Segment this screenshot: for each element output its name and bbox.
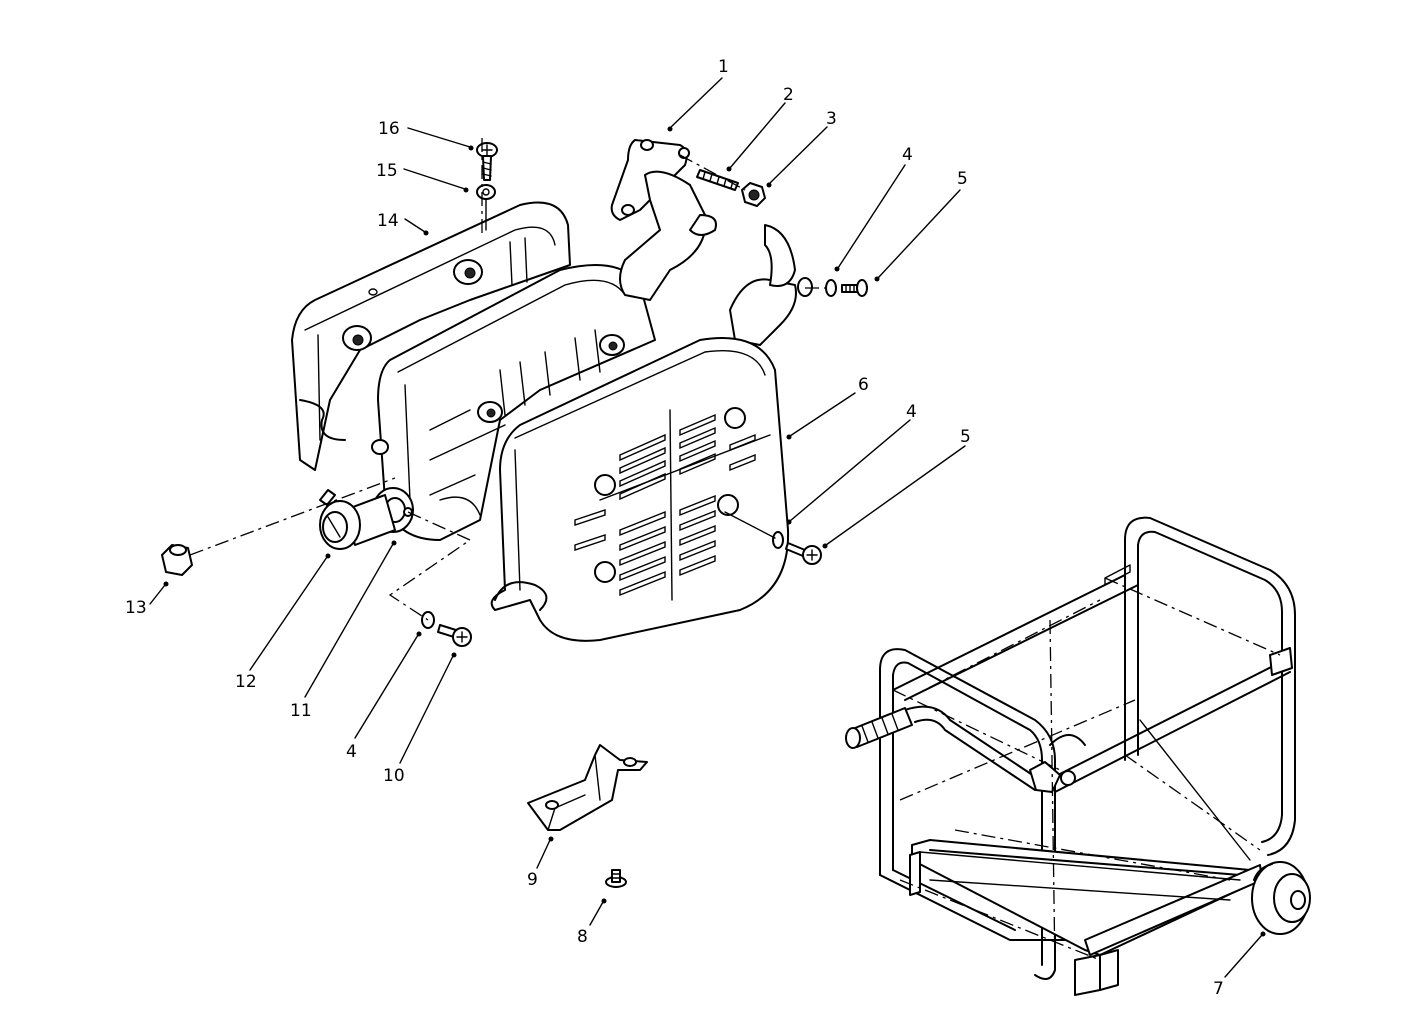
grille-slots — [574, 413, 756, 597]
washer-screw-lower — [421, 611, 472, 647]
tailpipe-assembly — [319, 487, 414, 550]
callout-1: 1 — [718, 57, 729, 77]
callout-14: 14 — [377, 211, 399, 231]
callout-4-lower: 4 — [346, 742, 357, 762]
leader-lines — [149, 77, 1266, 978]
callout-10: 10 — [383, 766, 405, 786]
bracket-9 — [527, 744, 648, 831]
callout-13: 13 — [125, 598, 147, 618]
plug-part-13 — [161, 544, 193, 576]
callout-8: 8 — [577, 927, 588, 947]
screw-16 — [476, 142, 498, 181]
callout-4-upper: 4 — [902, 145, 913, 165]
callout-4-middle: 4 — [906, 402, 917, 422]
muffler-front-shell — [490, 337, 790, 642]
callout-3: 3 — [826, 109, 837, 129]
bolt-8 — [605, 869, 627, 888]
callout-15: 15 — [376, 161, 398, 181]
callout-16: 16 — [378, 119, 400, 139]
frame-wheel — [1251, 861, 1311, 935]
callout-labels: 1 2 3 4 5 6 4 5 16 15 14 13 12 11 4 10 9… — [125, 57, 1224, 999]
washer-bolt-middle — [724, 511, 822, 565]
callout-5-upper: 5 — [957, 169, 968, 189]
callout-12: 12 — [235, 672, 257, 692]
muffler-cover — [291, 201, 571, 471]
washer-bolt-upper — [825, 279, 868, 297]
frame-cart — [845, 516, 1311, 996]
nut-3 — [741, 182, 766, 207]
callout-2: 2 — [783, 85, 794, 105]
stud-2 — [696, 169, 739, 191]
callout-11: 11 — [290, 701, 312, 721]
callout-7: 7 — [1213, 979, 1224, 999]
muffler-core — [371, 264, 656, 541]
callout-6: 6 — [858, 375, 869, 395]
exhaust-flange — [610, 139, 813, 346]
assembly-centerlines — [189, 138, 1281, 971]
callout-5-middle: 5 — [960, 427, 971, 447]
callout-9: 9 — [527, 870, 538, 890]
